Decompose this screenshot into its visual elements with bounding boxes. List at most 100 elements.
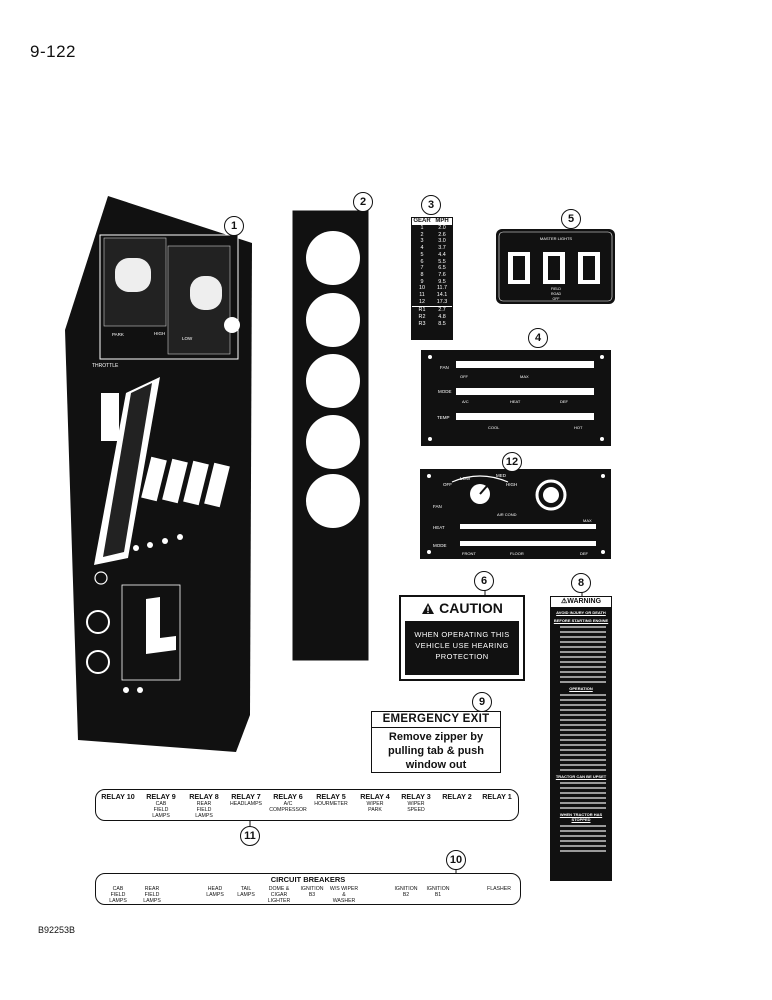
gear-value: 11 [419, 292, 425, 299]
throttle-label: THROTTLE [92, 363, 119, 369]
relay-description: PARK [368, 807, 382, 813]
relay-description: A/C [283, 801, 293, 807]
gear-row: 11 14.1 [412, 292, 452, 299]
caution-decal-6: CAUTION WHEN OPERATING THIS VEHICLE USE … [399, 595, 525, 681]
hvac12-aircond-label: AIR COND [497, 512, 517, 517]
mph-value: 6.5 [438, 265, 446, 272]
breaker-label: DOME & [268, 886, 290, 892]
breaker-label: CAB [112, 886, 124, 892]
warning-decal-8: ⚠WARNING AVOID INJURY OR DEATH BEFORE ST… [550, 596, 612, 881]
relay-description: REAR [196, 801, 212, 807]
mph-value: 14.1 [436, 292, 448, 299]
mph-value: 9.5 [438, 278, 446, 285]
mph-value: 3.0 [438, 238, 446, 245]
gear-header: GEAR [412, 218, 432, 224]
warning-triangle-icon [422, 602, 435, 614]
gear-value: 8 [420, 271, 424, 278]
relay-2: RELAY 2 [442, 792, 472, 801]
hvac12-max-label: MAX [583, 518, 592, 523]
mph-value: 5.5 [438, 258, 446, 265]
warning-sub-5: WHEN TRACTOR HAS STOPPED [559, 812, 603, 822]
hvac4-off-label: OFF [460, 374, 469, 379]
mph-value: 2.0 [438, 225, 446, 231]
breaker-label: TAIL [240, 886, 252, 892]
callout-3: 3 [421, 195, 441, 215]
switch-panel-top-label: MASTER LIGHTS [540, 236, 573, 241]
caution-title: CAUTION [439, 600, 503, 616]
switch-off-label: OFF [553, 297, 560, 301]
gear-value: 5 [420, 251, 424, 258]
breaker-label: LAMPS [109, 898, 127, 904]
mph-value: 2.7 [438, 307, 446, 314]
hvac12-high-label: HIGH [506, 482, 517, 487]
emergency-line-3: window out [405, 759, 467, 771]
hvac12-def-label: DEF [580, 551, 589, 556]
breaker-label: B1 [434, 892, 442, 898]
mph-value: 8.5 [438, 320, 446, 327]
document-code: B92253B [38, 925, 76, 935]
gear-value: 1 [420, 225, 424, 231]
hvac12-low-label: LOW [460, 476, 471, 481]
callout-6: 6 [474, 571, 494, 591]
hvac12-heat-label: HEAT [433, 525, 445, 530]
callout-11: 11 [240, 826, 260, 846]
breaker-label: & [342, 892, 346, 898]
gear-value: 9 [420, 278, 424, 285]
gear-value: R3 [418, 320, 426, 327]
gear-value: 2 [420, 231, 424, 238]
breaker-label: IGNITION [300, 886, 324, 892]
hvac4-fan-label: FAN [440, 365, 449, 370]
warning-triangle-icon: ⚠ [560, 598, 568, 605]
console-panel-1: THROTTLE PARK HIGH LOW [65, 196, 252, 752]
breaker-label: FIELD [144, 892, 160, 898]
hvac-panel-12: LOW MED HIGH OFF FAN AIR COND MAX HEAT M… [420, 469, 611, 559]
page-number: 9-122 [30, 42, 76, 61]
callout-10: 10 [446, 850, 466, 870]
hvac4-max-label: MAX [520, 374, 529, 379]
callout-9: 9 [472, 692, 492, 712]
mph-value: 7.6 [438, 271, 446, 278]
breaker-label: CIGAR [270, 892, 288, 898]
hvac12-off-label: OFF [443, 482, 452, 487]
gear-row: R3 8.5 [412, 321, 452, 328]
relay-label: RELAY 3 [401, 792, 431, 801]
callout-5: 5 [561, 209, 581, 229]
hvac12-front-label: FRONT [462, 551, 476, 556]
gear-value: 6 [420, 258, 424, 265]
callout-1: 1 [224, 216, 244, 236]
mph-value: 3.7 [438, 245, 446, 252]
mph-value: 4.4 [438, 251, 446, 258]
callout-2: 2 [353, 192, 373, 212]
mph-value: 11.7 [436, 285, 448, 292]
breaker-label: W/S WIPER [329, 886, 359, 892]
relay-label: RELAY 8 [189, 792, 219, 801]
relay-description: WIPER [366, 801, 384, 807]
hvac4-ac-label: A/C [462, 399, 469, 404]
warning-sub-1: AVOID INJURY OR DEATH [556, 610, 606, 615]
switch-road-label: ROAD [551, 292, 562, 296]
caution-body: WHEN OPERATING THIS VEHICLE USE HEARING … [405, 621, 519, 675]
low-label: LOW [182, 336, 193, 341]
mph-value: 2.6 [438, 231, 446, 238]
hvac12-med-label: MED [496, 473, 507, 478]
